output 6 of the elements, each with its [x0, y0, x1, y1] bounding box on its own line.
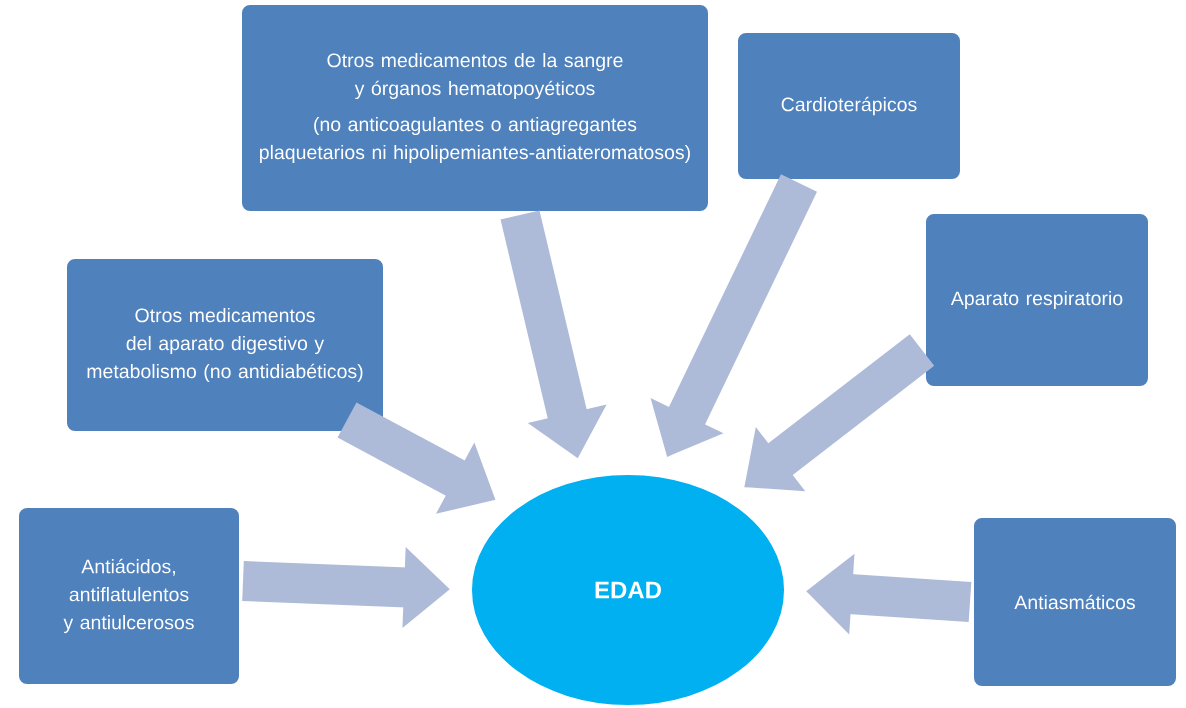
- category-box: Antiácidos, antiflatulentos y antiulcerosos: [15, 504, 243, 688]
- category-box: Otros medicamentos de la sangre y órganos hematopoyéticos (no anticoagulantes o antiagregantes plaquetarios ni hipolipemiantes-antiateromatosos): [238, 1, 712, 215]
- category-box: Otros medicamentos del aparato digestivo y metabolismo (no antidiabéticos): [63, 255, 387, 435]
- category-box: Aparato respiratorio: [922, 210, 1152, 390]
- category-box: Antiasmáticos: [970, 514, 1180, 690]
- category-box: Cardioterápicos: [734, 29, 964, 183]
